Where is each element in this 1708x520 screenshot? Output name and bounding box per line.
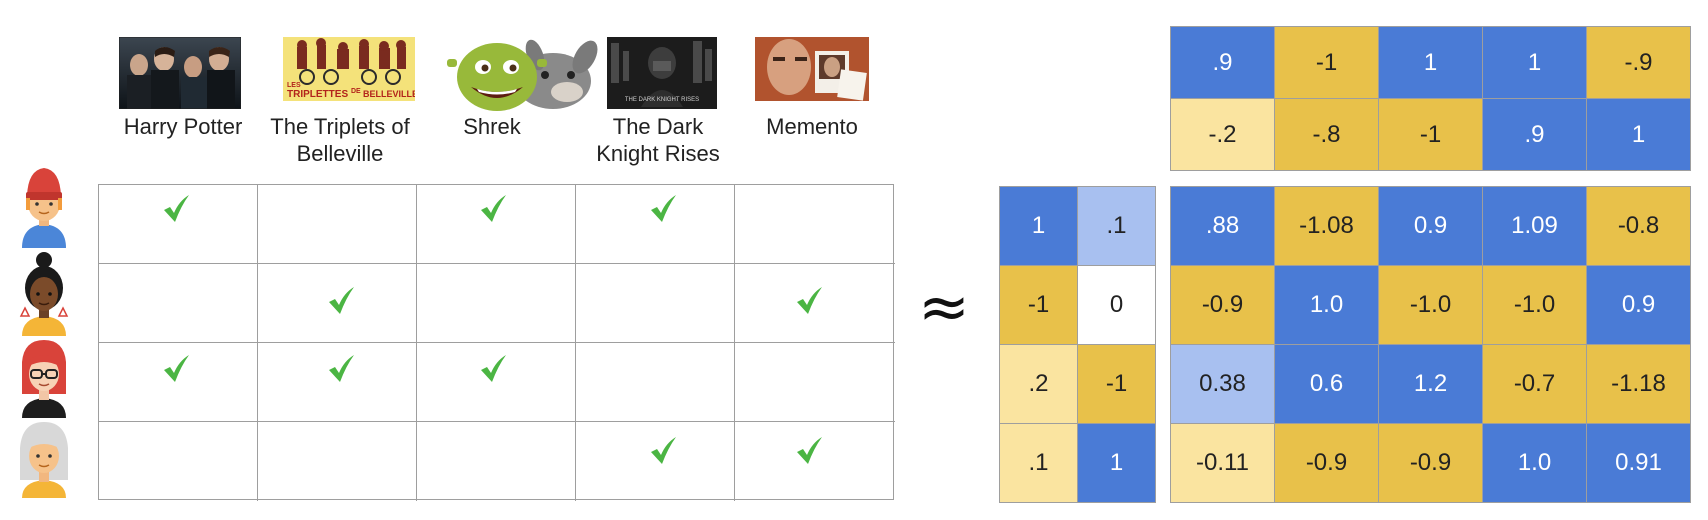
dark-knight-poster-caption: THE DARK KNIGHT RISES [625,97,699,103]
rating-cell [99,343,258,422]
triplets-of-belleville-poster: LES TRIPLETTES DE BELLEVILLE [283,37,415,101]
triplets-poster-word: TRIPLETTES [287,89,348,100]
predicted-rating-cell: -1.18 [1586,344,1691,424]
checkmark-icon [797,287,822,314]
user-embedding-cell: .1 [999,423,1078,503]
predicted-rating-cell: -0.9 [1274,423,1379,503]
predicted-rating-cell: 0.91 [1586,423,1691,503]
rating-cell [417,343,576,422]
movie-title-triplets-of-belleville: The Triplets of Belleville [270,114,410,166]
rating-cell [576,185,735,264]
user-embedding-cell: 1 [1077,423,1156,503]
predicted-rating-cell: 1.0 [1482,423,1587,503]
predicted-rating-cell: 0.38 [1170,344,1275,424]
user-embedding-cell: .1 [1077,186,1156,266]
movie-embedding-cell: -.2 [1170,98,1275,171]
predicted-rating-cell: -0.11 [1170,423,1275,503]
rating-cell [258,185,417,264]
checkmark-icon [329,355,354,382]
predicted-rating-cell: 0.9 [1378,186,1483,266]
triplets-poster-belleville: BELLEVILLE [363,89,415,99]
rating-cell [417,185,576,264]
movie-embedding-cell: 1 [1378,26,1483,99]
rating-cell [99,264,258,343]
user-embedding-cell: -1 [1077,344,1156,424]
user-white-hair-icon [14,414,74,498]
movie-title-shrek: Shrek [463,114,521,139]
triplets-poster-de: DE [351,88,361,95]
user-embedding-cell: 1 [999,186,1078,266]
rating-cell [735,264,895,343]
predicted-rating-cell: 0.9 [1586,265,1691,345]
rating-cell [417,422,576,501]
predicted-rating-cell: 1.09 [1482,186,1587,266]
rating-cell [417,264,576,343]
movie-embedding-cell: .9 [1170,26,1275,99]
rating-cell [258,422,417,501]
user-embedding-cell: .2 [999,344,1078,424]
rating-cell [735,185,895,264]
checkmark-icon [481,355,506,382]
predicted-rating-cell: -0.7 [1482,344,1587,424]
user-embedding-cell: -1 [999,265,1078,345]
predicted-rating-cell: -1.08 [1274,186,1379,266]
user-embedding-cell: 0 [1077,265,1156,345]
rating-cell [576,264,735,343]
user-red-hair-glasses-icon [14,334,74,418]
checkmark-icon [329,287,354,314]
checkmark-icon [651,437,676,464]
predicted-rating-cell: 0.6 [1274,344,1379,424]
rating-cell [99,185,258,264]
predicted-rating-cell: 1.0 [1274,265,1379,345]
movie-embedding-cell: -.9 [1586,26,1691,99]
movie-embedding-cell: -.8 [1274,98,1379,171]
dark-knight-rises-poster: THE DARK KNIGHT RISES [607,37,717,109]
predicted-rating-cell: -0.8 [1586,186,1691,266]
predicted-rating-cell: -0.9 [1378,423,1483,503]
user-black-hair-bun-icon [14,252,74,336]
user-movie-rating-matrix [98,184,895,501]
checkmark-icon [481,195,506,222]
movie-title-dark-knight-rises: The Dark Knight Rises [596,114,720,166]
checkmark-icon [797,437,822,464]
rating-cell [576,343,735,422]
movie-embedding-cell: -1 [1378,98,1483,171]
rating-cell [258,264,417,343]
checkmark-icon [164,355,189,382]
rating-cell [99,422,258,501]
rating-cell [576,422,735,501]
approximately-equal-symbol: ≈ [918,270,970,343]
predicted-rating-cell: -1.0 [1378,265,1483,345]
movie-embedding-cell: 1 [1482,26,1587,99]
movie-embedding-cell: .9 [1482,98,1587,171]
predicted-rating-cell: .88 [1170,186,1275,266]
user-red-beanie-icon [14,164,74,248]
rating-cell [258,343,417,422]
movie-title-harry-potter: Harry Potter [123,114,243,139]
memento-poster [755,37,869,101]
predicted-rating-cell: 1.2 [1378,344,1483,424]
movie-embedding-cell: 1 [1586,98,1691,171]
predicted-rating-cell: -1.0 [1482,265,1587,345]
triplets-poster-les: LES [287,82,301,89]
checkmark-icon [164,195,189,222]
movie-title-memento: Memento [766,114,858,139]
checkmark-icon [651,195,676,222]
shrek-poster [435,37,607,112]
movie-embedding-cell: -1 [1274,26,1379,99]
rating-cell [735,343,895,422]
harry-potter-poster [119,37,241,109]
predicted-rating-cell: -0.9 [1170,265,1275,345]
